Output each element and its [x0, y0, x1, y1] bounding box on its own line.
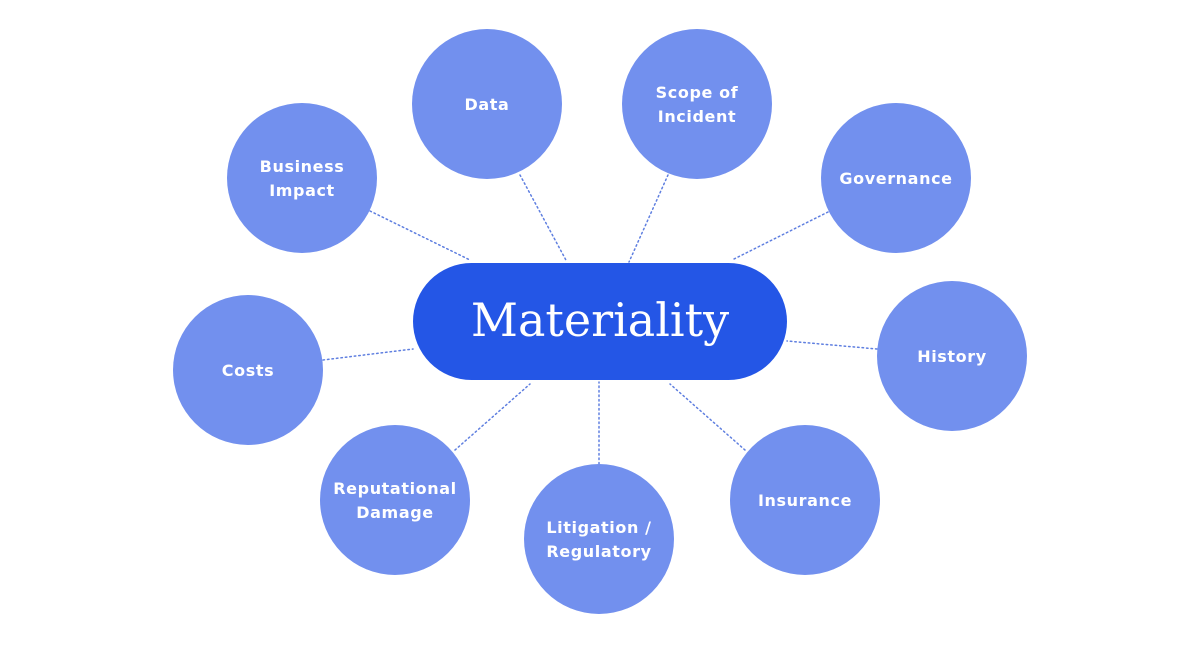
node-circle: [622, 29, 772, 179]
node-label-line: Data: [465, 95, 510, 114]
node-data: Data: [412, 29, 562, 179]
node-circle: [821, 103, 971, 253]
node-label-line: Costs: [222, 361, 274, 380]
connectors: [322, 174, 878, 465]
node-label-line: History: [917, 347, 987, 366]
node-label: History: [917, 347, 987, 366]
node-circle: [524, 464, 674, 614]
node-label-line: Scope of: [656, 83, 739, 102]
connector-costs: [322, 348, 414, 361]
node-label-line: Impact: [269, 181, 335, 200]
node-label-line: Incident: [658, 107, 736, 126]
node-circle: [320, 425, 470, 575]
connector-history: [786, 340, 878, 350]
node-insurance: Insurance: [730, 425, 880, 575]
center-node: Materiality: [413, 263, 787, 380]
node-label-line: Governance: [839, 169, 952, 188]
node-scope-of-incident: Scope of Incident: [622, 29, 772, 179]
node-label-line: Reputational: [333, 479, 456, 498]
connector-reputational-damage: [454, 383, 531, 451]
node-label: Data: [465, 95, 510, 114]
node-label-line: Regulatory: [546, 542, 651, 561]
node-circle: [730, 425, 880, 575]
node-label: Governance: [839, 169, 952, 188]
node-litigation-regulatory: Litigation / Regulatory: [524, 464, 674, 614]
connector-data: [519, 174, 568, 263]
node-label-line: Litigation /: [546, 518, 651, 537]
node-label-line: Business: [260, 157, 345, 176]
node-circle: [412, 29, 562, 179]
node-history: History: [877, 281, 1027, 431]
node-label: Scope of Incident: [656, 83, 739, 126]
node-governance: Governance: [821, 103, 971, 253]
node-label-line: Damage: [356, 503, 433, 522]
connector-governance: [731, 211, 829, 261]
node-circle: [877, 281, 1027, 431]
connector-scope-of-incident: [628, 174, 669, 263]
node-label: Insurance: [758, 491, 852, 510]
node-label-line: Insurance: [758, 491, 852, 510]
node-label: Costs: [222, 361, 274, 380]
connector-business-impact: [369, 210, 471, 261]
center-pill: [413, 263, 787, 380]
node-costs: Costs: [173, 295, 323, 445]
center-label: Materiality: [471, 293, 729, 347]
node-circle: [173, 295, 323, 445]
connector-insurance: [669, 383, 746, 451]
node-label: Litigation / Regulatory: [546, 518, 651, 561]
node-circle: [227, 103, 377, 253]
